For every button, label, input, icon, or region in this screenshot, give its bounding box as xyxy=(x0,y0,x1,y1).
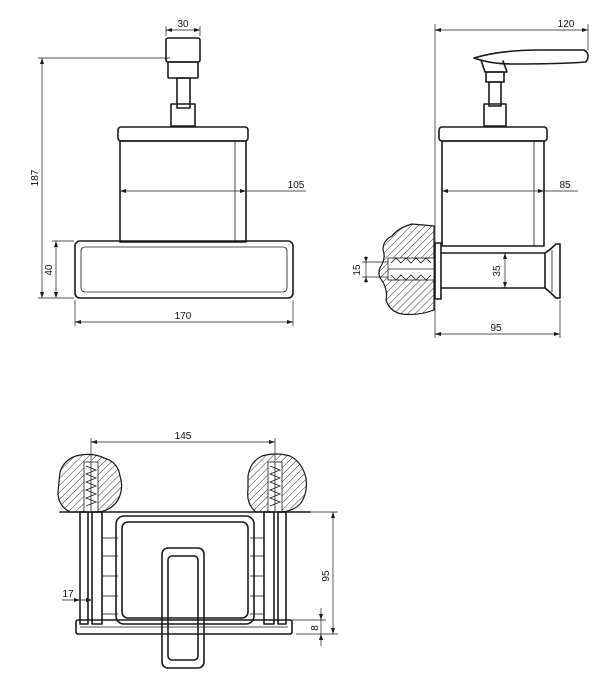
side-bracket xyxy=(434,242,561,300)
top-wall-right xyxy=(247,453,307,513)
pump-nozzle xyxy=(165,37,201,127)
dim-pump-depth: 120 xyxy=(434,19,589,246)
dim-total-height-label: 187 xyxy=(30,169,41,186)
dim-rail-offset-label: 17 xyxy=(62,589,74,600)
top-base-plate xyxy=(75,619,293,635)
dim-nozzle-width: 30 xyxy=(165,19,201,36)
top-arm-left xyxy=(79,511,118,625)
dim-container-width: 105 xyxy=(120,180,306,193)
top-wall-left xyxy=(57,453,123,513)
dim-pump-depth-label: 120 xyxy=(558,19,575,30)
top-view: 145 17 95 8 xyxy=(57,431,338,669)
top-pump-lever xyxy=(161,547,205,669)
dim-rail-offset: 17 xyxy=(62,589,92,602)
dim-container-width-label: 105 xyxy=(288,180,305,191)
side-wall-section xyxy=(378,223,435,316)
dim-bracket-height: 35 xyxy=(492,252,510,289)
dim-wall-depth-label: 95 xyxy=(490,323,502,334)
dim-fixing-spacing-label: 145 xyxy=(175,431,192,442)
dim-projection-label: 95 xyxy=(321,570,332,582)
holder-base xyxy=(74,240,294,299)
dim-fixing-height-label: 15 xyxy=(352,264,363,276)
dim-fixing-height: 15 xyxy=(352,256,388,283)
dim-nozzle-width-label: 30 xyxy=(177,19,189,30)
dim-projection: 95 xyxy=(290,511,338,635)
dim-bracket-height-label: 35 xyxy=(492,265,503,277)
dim-wall-depth: 95 xyxy=(434,300,561,338)
dim-base-height: 40 xyxy=(44,240,74,298)
side-container xyxy=(438,126,548,247)
dim-base-width: 170 xyxy=(74,300,294,326)
dim-fixing-spacing: 145 xyxy=(90,431,276,460)
top-container xyxy=(115,515,255,625)
dim-base-height-label: 40 xyxy=(44,264,55,276)
dim-total-height: 187 xyxy=(30,57,170,299)
dim-base-width-label: 170 xyxy=(175,311,192,322)
dim-container-depth-label: 85 xyxy=(559,180,571,191)
dim-container-depth: 85 xyxy=(442,180,578,193)
front-view: 30 187 40 105 xyxy=(30,19,306,326)
pump-lever xyxy=(473,49,589,127)
side-view: 120 85 35 15 xyxy=(352,19,589,338)
top-arm-right xyxy=(250,511,287,625)
soap-container xyxy=(117,126,249,243)
dim-base-thickness-label: 8 xyxy=(310,625,321,631)
dim-base-thickness: 8 xyxy=(292,608,326,646)
